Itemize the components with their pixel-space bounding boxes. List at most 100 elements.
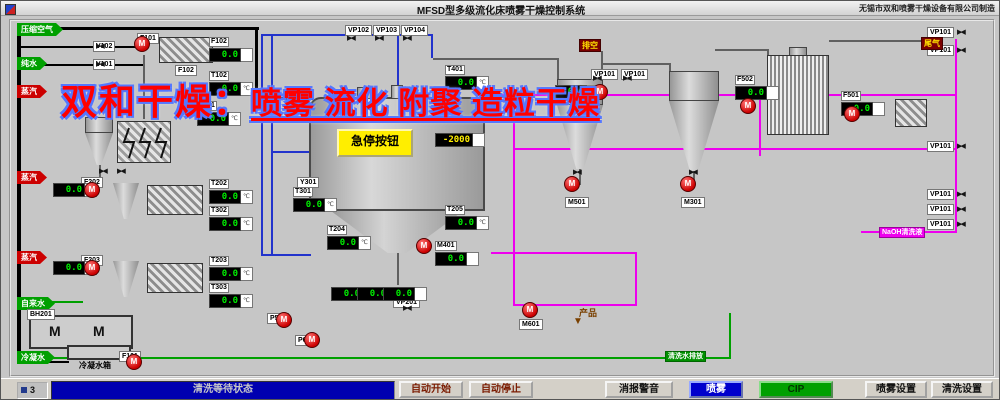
tag-label: VP104 bbox=[401, 25, 429, 36]
tag-label: 排空 bbox=[579, 39, 601, 52]
display-value: 0.0 bbox=[445, 76, 477, 90]
display-value: 0.0 bbox=[209, 294, 241, 308]
spray-mode-button[interactable]: 喷雾 bbox=[689, 381, 743, 398]
stage2-heater bbox=[147, 185, 203, 215]
valve-icon[interactable]: ▶◀ bbox=[99, 168, 108, 175]
pump-icon[interactable]: M bbox=[680, 176, 696, 192]
pump-icon[interactable]: M bbox=[564, 176, 580, 192]
display-unit: ℃ bbox=[241, 294, 253, 308]
valve-icon[interactable]: ▶◀ bbox=[403, 35, 412, 42]
drying-chamber bbox=[309, 97, 485, 211]
valve-icon[interactable]: ▶◀ bbox=[957, 29, 966, 36]
pump-icon[interactable]: M bbox=[84, 260, 100, 276]
tag-label: T202 bbox=[209, 179, 229, 189]
valve-icon[interactable]: ▶◀ bbox=[623, 75, 632, 82]
tag-label: T302 bbox=[209, 206, 229, 216]
tag-label: 冷凝水箱 bbox=[79, 361, 111, 370]
stage2-cyclone bbox=[113, 183, 139, 219]
tag-label: VP101 bbox=[927, 219, 955, 230]
chamber-top-vent bbox=[391, 85, 403, 99]
pipe bbox=[601, 51, 603, 73]
value-display: -2000 bbox=[435, 133, 485, 147]
valve-icon[interactable]: ▶◀ bbox=[573, 169, 582, 176]
valve-icon[interactable]: ▶◀ bbox=[957, 47, 966, 54]
pump-icon[interactable]: M bbox=[740, 98, 756, 114]
display-unit: ℃ bbox=[241, 190, 253, 204]
spray-settings-button[interactable]: 喷雾设置 bbox=[865, 381, 927, 398]
valve-icon[interactable]: ▶◀ bbox=[403, 305, 412, 312]
valve-icon[interactable]: ▶◀ bbox=[117, 168, 126, 175]
tag-label: F102 bbox=[175, 65, 197, 76]
display-unit bbox=[873, 102, 885, 116]
tag-label: V102 bbox=[93, 41, 116, 52]
tag-label: BH201 bbox=[27, 309, 55, 320]
tag-label: F501 bbox=[841, 91, 861, 101]
valve-icon[interactable]: ▶◀ bbox=[593, 75, 602, 82]
valve-icon[interactable]: ▶◀ bbox=[957, 221, 966, 228]
tag-label: T201 bbox=[197, 101, 217, 111]
pump-icon[interactable]: M bbox=[126, 354, 142, 370]
display-value: 0.0 bbox=[209, 190, 241, 204]
pipe bbox=[635, 252, 637, 306]
auto-start-button[interactable]: 自动开始 bbox=[399, 381, 463, 398]
display-unit: ℃ bbox=[477, 216, 489, 230]
pipe bbox=[495, 94, 957, 96]
display-value: -2000 bbox=[435, 133, 473, 147]
pump-icon[interactable]: M bbox=[276, 312, 292, 328]
pipe bbox=[829, 40, 927, 42]
pipe bbox=[513, 148, 955, 150]
pipe bbox=[669, 63, 671, 73]
valve-icon[interactable]: ▶◀ bbox=[957, 191, 966, 198]
pump-icon[interactable]: M bbox=[304, 332, 320, 348]
feed-arrow: 蒸汽 bbox=[17, 171, 47, 184]
cip-mode-button[interactable]: CIP bbox=[759, 381, 833, 398]
pump-icon[interactable]: M bbox=[522, 302, 538, 318]
pump-icon[interactable]: M bbox=[84, 182, 100, 198]
pump-icon[interactable]: M bbox=[592, 84, 608, 100]
display-value: 0.0 bbox=[53, 261, 85, 275]
tag-label: VP101 bbox=[621, 69, 649, 80]
valve-icon[interactable]: ▶◀ bbox=[96, 61, 105, 68]
display-unit: ℃ bbox=[241, 217, 253, 231]
agitator-m-icon: M bbox=[93, 323, 105, 339]
agitator-m-icon: M bbox=[49, 323, 61, 339]
valve-icon[interactable]: ▶◀ bbox=[96, 43, 105, 50]
stage3-heater bbox=[147, 263, 203, 293]
status-message: 清洗等待状态 bbox=[51, 381, 395, 399]
valve-icon[interactable]: ▶◀ bbox=[957, 143, 966, 150]
valve-icon[interactable]: ▶◀ bbox=[375, 35, 384, 42]
tag-label: VP103 bbox=[373, 25, 401, 36]
pipe bbox=[579, 169, 581, 185]
pipe bbox=[759, 94, 761, 156]
emergency-stop-button[interactable]: 急停按钮 bbox=[337, 129, 413, 157]
feed-arrow: 自来水 bbox=[17, 297, 55, 310]
pipe bbox=[29, 357, 731, 359]
valve-icon[interactable]: ▶◀ bbox=[347, 35, 356, 42]
mute-alarm-button[interactable]: 消报警音 bbox=[605, 381, 673, 398]
pump-icon[interactable]: M bbox=[134, 36, 150, 52]
display-unit: ℃ bbox=[359, 236, 371, 250]
auto-stop-button[interactable]: 自动停止 bbox=[469, 381, 533, 398]
valve-icon[interactable]: ▶◀ bbox=[957, 206, 966, 213]
pipe bbox=[255, 27, 258, 99]
tag-label: T205 bbox=[445, 205, 465, 215]
pipe bbox=[601, 63, 671, 65]
pipe bbox=[271, 151, 311, 153]
clean-settings-button[interactable]: 清洗设置 bbox=[931, 381, 993, 398]
pump-icon[interactable]: M bbox=[416, 238, 432, 254]
pipe bbox=[729, 313, 731, 359]
tag-label: V101 bbox=[93, 59, 116, 70]
display-value: 0.0 bbox=[209, 82, 241, 96]
pump-icon[interactable]: M bbox=[844, 106, 860, 122]
tag-label: VP102 bbox=[345, 25, 373, 36]
display-unit: ℃ bbox=[477, 76, 489, 90]
stage3-cyclone bbox=[113, 261, 139, 297]
valve-icon[interactable]: ▶◀ bbox=[689, 169, 698, 176]
